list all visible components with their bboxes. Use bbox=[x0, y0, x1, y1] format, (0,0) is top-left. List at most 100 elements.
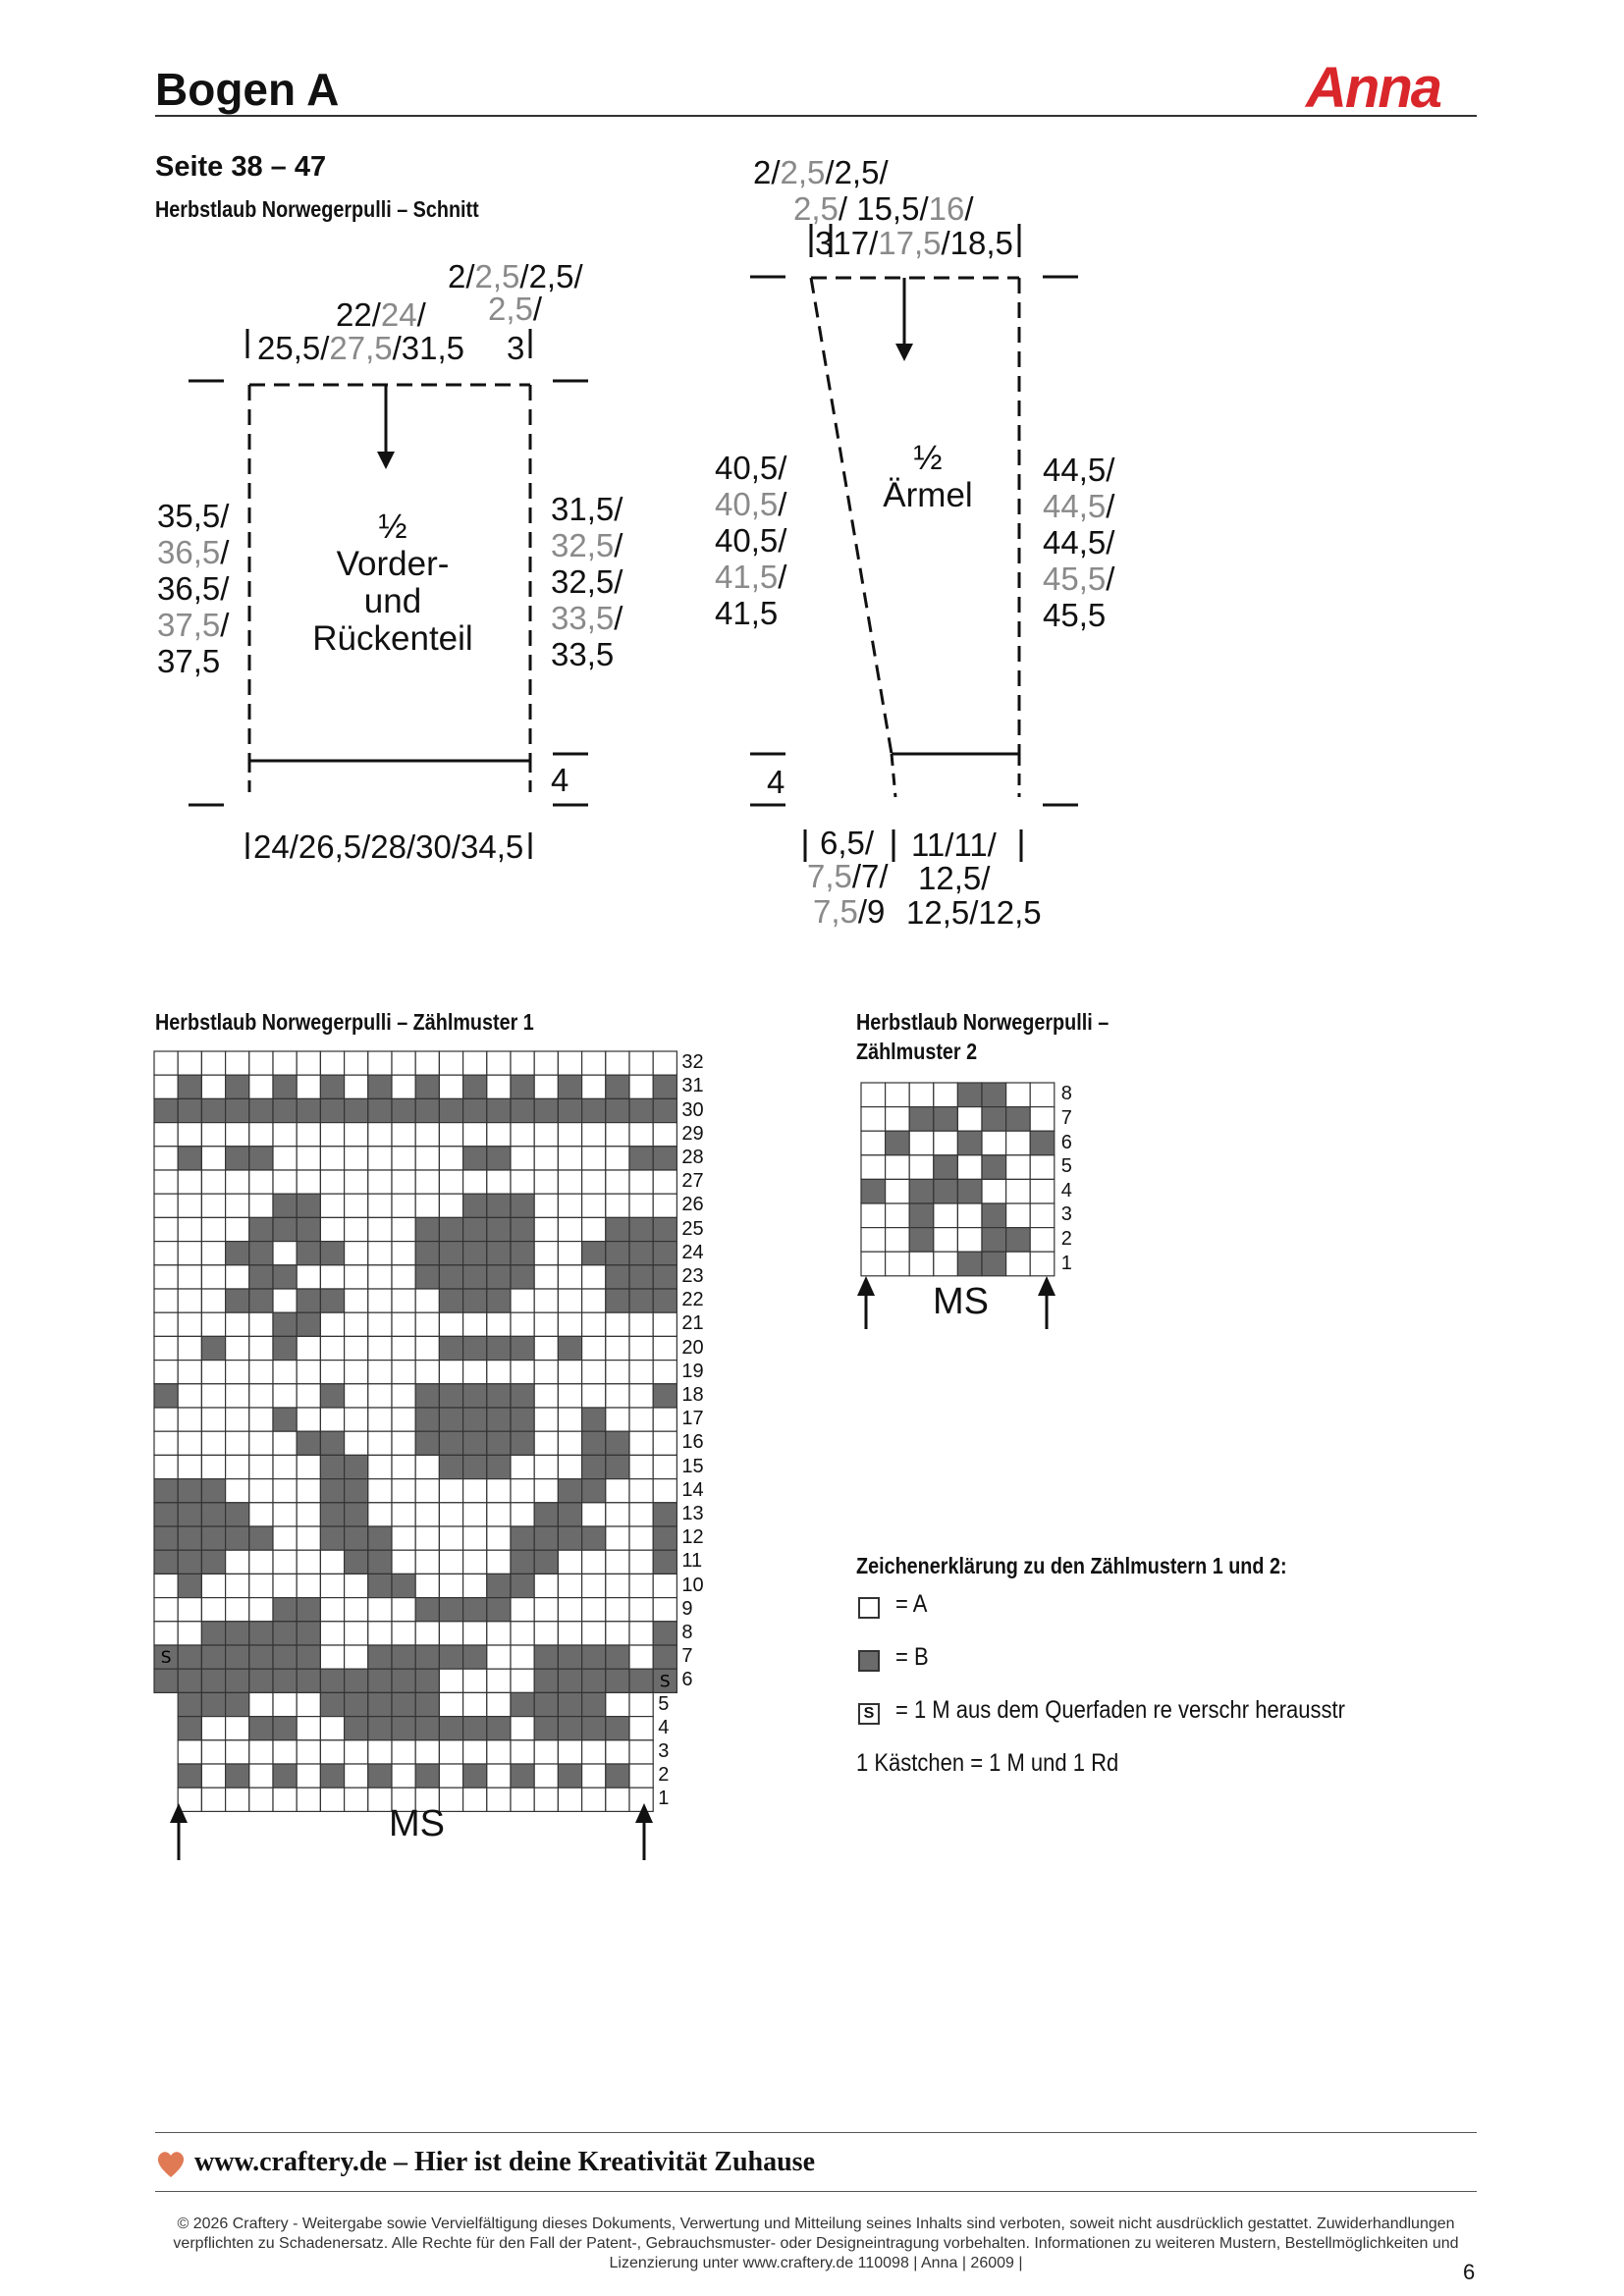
chart-cell bbox=[462, 1715, 488, 1741]
chart1-ms-label: MS bbox=[389, 1803, 445, 1844]
chart-cell bbox=[581, 1668, 607, 1694]
chart-cell bbox=[557, 1715, 583, 1741]
chart-cell bbox=[605, 1050, 630, 1076]
chart-cell bbox=[200, 1502, 227, 1527]
chart-cell bbox=[367, 1691, 393, 1718]
chart-cell bbox=[200, 1621, 227, 1646]
chart-cell bbox=[933, 1178, 959, 1204]
chart-cell bbox=[557, 1097, 583, 1124]
chart-cell bbox=[248, 1193, 274, 1218]
chart-cell bbox=[296, 1525, 321, 1551]
chart-cell bbox=[248, 1216, 274, 1243]
chart-cell bbox=[296, 1787, 321, 1813]
chart-cell bbox=[605, 1549, 630, 1575]
chart-cell bbox=[908, 1227, 935, 1253]
legend-b-swatch bbox=[858, 1650, 880, 1672]
chart-cell bbox=[248, 1146, 274, 1171]
row-number: 28 bbox=[681, 1146, 704, 1168]
chart-cell bbox=[510, 1360, 535, 1385]
row-number: 4 bbox=[658, 1716, 670, 1738]
footer-url[interactable]: www.craftery.de bbox=[194, 2147, 387, 2177]
chart-cell bbox=[628, 1596, 654, 1623]
chart-cell bbox=[153, 1193, 179, 1218]
chart-cell bbox=[860, 1227, 887, 1253]
chart-cell bbox=[344, 1668, 369, 1694]
chart-cell bbox=[296, 1454, 321, 1480]
chart-cell bbox=[296, 1502, 321, 1527]
chart-cell bbox=[248, 1549, 274, 1575]
chart-cell bbox=[367, 1193, 393, 1218]
chart-cell bbox=[581, 1478, 607, 1504]
chart-cell bbox=[462, 1478, 488, 1504]
chart-cell bbox=[981, 1082, 1007, 1108]
chart-cell bbox=[438, 1430, 464, 1457]
chart-cell bbox=[414, 1502, 441, 1527]
chart-cell bbox=[628, 1383, 654, 1409]
chart-cell bbox=[533, 1596, 560, 1623]
chart-cell bbox=[224, 1050, 250, 1076]
chart-cell bbox=[652, 1169, 678, 1195]
chart-cell bbox=[319, 1264, 346, 1290]
chart2-title-line1: Herbstlaub Norwegerpulli – bbox=[856, 1009, 1110, 1035]
chart-cell bbox=[885, 1178, 910, 1204]
chart-cell bbox=[414, 1454, 441, 1480]
chart-cell bbox=[272, 1668, 298, 1694]
chart-cell bbox=[981, 1106, 1007, 1132]
chart-cell bbox=[248, 1241, 274, 1266]
chart-cell bbox=[344, 1121, 369, 1148]
chart-cell bbox=[933, 1082, 959, 1108]
chart-cell bbox=[652, 1407, 678, 1432]
chart-cell bbox=[177, 1288, 203, 1313]
chart-cell bbox=[224, 1549, 250, 1575]
chart-cell bbox=[438, 1502, 464, 1527]
chart-cell bbox=[319, 1549, 346, 1575]
chart-cell bbox=[296, 1050, 321, 1076]
chart-cell bbox=[248, 1596, 274, 1623]
row-number: 8 bbox=[1060, 1083, 1072, 1105]
row-number: 3 bbox=[658, 1739, 670, 1762]
chart-cell bbox=[510, 1549, 535, 1575]
chart-cell bbox=[581, 1169, 607, 1195]
chart-cell bbox=[224, 1360, 250, 1385]
sleeve-bottom1: 6,5/ bbox=[820, 825, 875, 861]
chart-cell bbox=[581, 1502, 607, 1527]
chart-cell bbox=[557, 1478, 583, 1504]
chart-cell bbox=[533, 1216, 560, 1243]
chart-cell bbox=[1029, 1130, 1056, 1156]
chart-cell bbox=[391, 1691, 416, 1718]
chart-cell bbox=[581, 1787, 607, 1813]
chart-cell bbox=[605, 1097, 630, 1124]
chart-cell bbox=[177, 1050, 203, 1076]
chart-cell bbox=[272, 1360, 298, 1385]
chart-cell bbox=[319, 1383, 346, 1409]
chart-cell bbox=[557, 1264, 583, 1290]
chart-cell bbox=[533, 1383, 560, 1409]
chart-cell bbox=[153, 1525, 179, 1551]
chart-cell bbox=[908, 1202, 935, 1229]
chart-cell bbox=[533, 1621, 560, 1646]
chart-cell bbox=[462, 1787, 488, 1813]
chart-cell bbox=[628, 1360, 654, 1385]
chart-cell bbox=[581, 1573, 607, 1599]
chart-cell bbox=[510, 1478, 535, 1504]
sleeve-bottom1b: 11/11/ bbox=[911, 827, 997, 863]
chart-cell bbox=[200, 1430, 227, 1457]
chart-cell bbox=[367, 1787, 393, 1813]
chart-cell bbox=[224, 1216, 250, 1243]
chart-cell bbox=[652, 1241, 678, 1266]
chart-cell bbox=[391, 1050, 416, 1076]
chart-cell bbox=[391, 1264, 416, 1290]
chart-cell bbox=[296, 1621, 321, 1646]
chart-cell bbox=[652, 1216, 678, 1243]
chart-cell bbox=[153, 1241, 179, 1266]
chart-cell bbox=[391, 1146, 416, 1171]
chart-cell bbox=[462, 1549, 488, 1575]
chart-cell bbox=[510, 1430, 535, 1457]
chart-cell bbox=[153, 1454, 179, 1480]
chart-cell bbox=[319, 1644, 346, 1670]
footer-tagline: www.craftery.de – Hier ist deine Kreativ… bbox=[194, 2147, 816, 2177]
chart-cell bbox=[605, 1241, 630, 1266]
arrow-head-icon bbox=[635, 1803, 653, 1823]
chart-cell bbox=[981, 1178, 1007, 1204]
chart-cell bbox=[628, 1525, 654, 1551]
